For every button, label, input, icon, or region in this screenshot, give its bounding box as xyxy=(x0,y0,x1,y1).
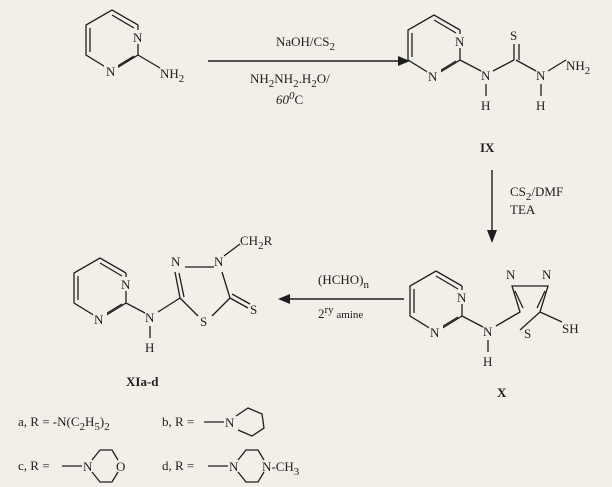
atom-h: H xyxy=(536,98,545,113)
atom-s: S xyxy=(510,28,517,43)
reagent-paraformaldehyde: (HCHO)n xyxy=(318,272,370,291)
legend-a-text: a, R = -N(C2H5)2 xyxy=(18,414,110,433)
arrow-step1 xyxy=(208,56,410,66)
atom-s: S xyxy=(250,302,257,317)
reagent-hydrazine: NH2NH2.H2O/ xyxy=(250,71,330,90)
reagent-cs2-dmf: CS2/DMF xyxy=(510,184,563,203)
legend-c: c, R = N O xyxy=(18,449,125,483)
reagent-temperature: 600C xyxy=(276,90,303,107)
atom-s: S xyxy=(524,326,531,341)
atom-n: N xyxy=(430,325,440,340)
atom-n: N xyxy=(457,290,467,305)
atom-n: N xyxy=(133,30,143,45)
reagent-secondary-amine: 2ry amine xyxy=(318,304,363,321)
legend-d: d, R = N N-CH3 xyxy=(162,449,300,483)
arrow-step2 xyxy=(487,170,497,243)
atom-n: N xyxy=(455,34,465,49)
compound-label-ix: IX xyxy=(480,140,495,155)
reagent-tea: TEA xyxy=(510,202,536,217)
atom-h: H xyxy=(483,354,492,369)
atom-nh2: NH2 xyxy=(160,66,184,85)
atom-h: H xyxy=(481,98,490,113)
atom-n: N xyxy=(506,267,516,282)
atom-n: N xyxy=(83,459,93,474)
atom-s: S xyxy=(200,314,207,329)
legend-c-text: c, R = xyxy=(18,458,50,473)
atom-n: N xyxy=(214,254,224,269)
atom-n: N xyxy=(536,68,546,83)
compound-label-xi: XIa-d xyxy=(126,374,159,389)
atom-n: N xyxy=(171,254,181,269)
legend-d-text: d, R = xyxy=(162,458,194,473)
atom-sh: SH xyxy=(562,321,579,336)
atom-o: O xyxy=(116,459,125,474)
atom-h: H xyxy=(145,340,154,355)
compound-xi: N N N H N N S S CH2R xyxy=(73,233,273,355)
compound-label-x: X xyxy=(497,385,507,400)
atom-n: N xyxy=(106,64,116,79)
arrow-step3 xyxy=(278,294,404,304)
atom-n: N xyxy=(542,267,552,282)
atom-n-ch3: N-CH3 xyxy=(262,459,300,478)
atom-n: N xyxy=(481,68,491,83)
legend-b-text: b, R = xyxy=(162,414,194,429)
atom-n: N xyxy=(483,324,493,339)
legend-b: b, R = N xyxy=(162,407,265,437)
atom-ch2r: CH2R xyxy=(240,233,273,252)
atom-n: N xyxy=(94,312,104,327)
compound-x: N N N H N N S SH xyxy=(409,266,579,369)
compound-ix: N N N H S N H NH2 xyxy=(407,14,590,113)
aminopyrimidine: N N NH2 xyxy=(85,9,184,85)
legend-a: a, R = -N(C2H5)2 xyxy=(18,414,110,433)
atom-n: N xyxy=(229,459,239,474)
atom-n: N xyxy=(225,415,235,430)
atom-n: N xyxy=(121,277,131,292)
reagent-naoh-cs2: NaOH/CS2 xyxy=(276,34,335,53)
atom-nh2: NH2 xyxy=(566,58,590,77)
atom-n: N xyxy=(145,310,155,325)
atom-n: N xyxy=(428,69,438,84)
